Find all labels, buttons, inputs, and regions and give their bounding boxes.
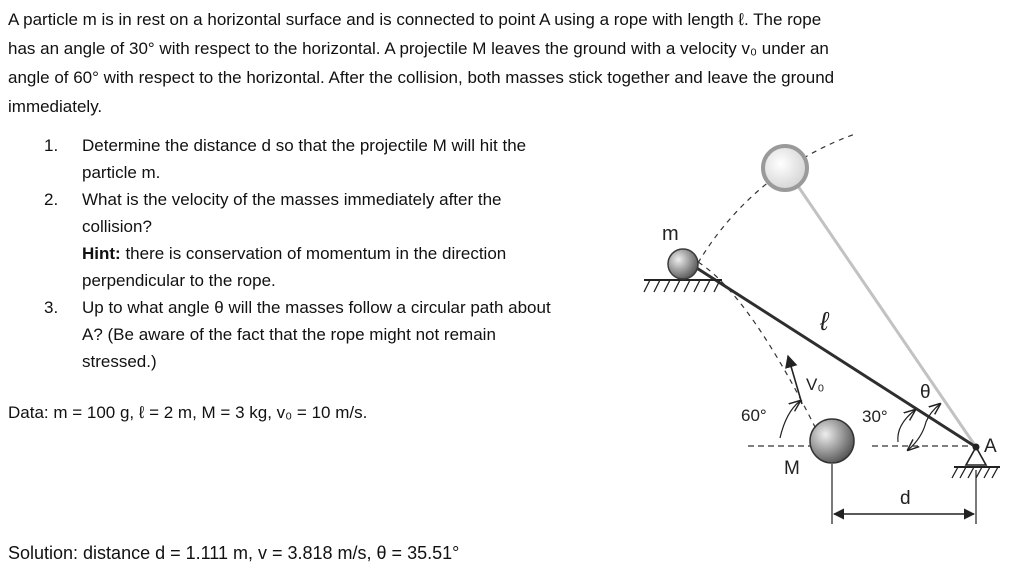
mechanics-figure: m ℓ V₀ 60° M 30° θ [640, 120, 1024, 540]
question-line: collision? [82, 217, 152, 236]
ghost-ball [761, 144, 809, 192]
label-d: d [900, 488, 911, 509]
label-v0: V₀ [806, 375, 824, 394]
figure-svg: m ℓ V₀ 60° M 30° θ [643, 133, 1000, 524]
intro-line: has an angle of 30° with respect to the … [8, 39, 829, 58]
rope-final [785, 169, 978, 448]
question-number: 1. [44, 136, 59, 155]
projectile-M [809, 418, 855, 464]
question-line: Up to what angle θ will the masses follo… [82, 298, 551, 317]
question-line: A? (Be aware of the fact that the rope m… [82, 325, 496, 344]
hint-line: perpendicular to the rope. [82, 271, 276, 290]
particle-m [667, 248, 699, 280]
hint-label: Hint: [82, 244, 121, 263]
label-60: 60° [741, 406, 767, 425]
intro-line: immediately. [8, 97, 103, 116]
label-theta: θ [920, 382, 931, 403]
label-30: 30° [862, 407, 888, 426]
label-M: M [784, 458, 800, 479]
question-2: 2. What is the velocity of the masses im… [44, 186, 624, 294]
hint-line: Hint: there is conservation of momentum … [82, 240, 624, 267]
intro-line: angle of 60° with respect to the horizon… [8, 68, 835, 87]
projectile-trajectory [697, 261, 821, 438]
question-line: Determine the distance d so that the pro… [82, 136, 527, 155]
angle-30-arc [897, 410, 915, 443]
angle-60-arc [779, 401, 800, 439]
pivot-support-A [951, 443, 1000, 479]
angle-theta-arc [908, 404, 940, 450]
problem-intro: A particle m is in rest on a horizontal … [8, 5, 1008, 121]
label-m: m [662, 223, 679, 245]
circular-path-arc [697, 133, 856, 264]
question-list: 1. Determine the distance d so that the … [44, 132, 624, 375]
question-number: 3. [44, 298, 59, 317]
question-line: particle m. [82, 163, 161, 182]
ground-m [643, 279, 722, 293]
question-3: 3. Up to what angle θ will the masses fo… [44, 294, 624, 375]
question-1: 1. Determine the distance d so that the … [44, 132, 624, 186]
label-A: A [984, 436, 997, 457]
question-line: stressed.) [82, 352, 157, 371]
hint-text: there is conservation of momentum in the… [120, 244, 507, 263]
question-number: 2. [44, 190, 59, 209]
label-rope-length: ℓ [819, 306, 830, 336]
data-text: Data: m = 100 g, ℓ = 2 m, M = 3 kg, v₀ =… [8, 403, 368, 422]
question-line: What is the velocity of the masses immed… [82, 190, 502, 209]
velocity-arrow [785, 354, 803, 405]
intro-line: A particle m is in rest on a horizontal … [8, 10, 822, 29]
solution-text: Solution: distance d = 1.111 m, v = 3.81… [8, 543, 460, 563]
